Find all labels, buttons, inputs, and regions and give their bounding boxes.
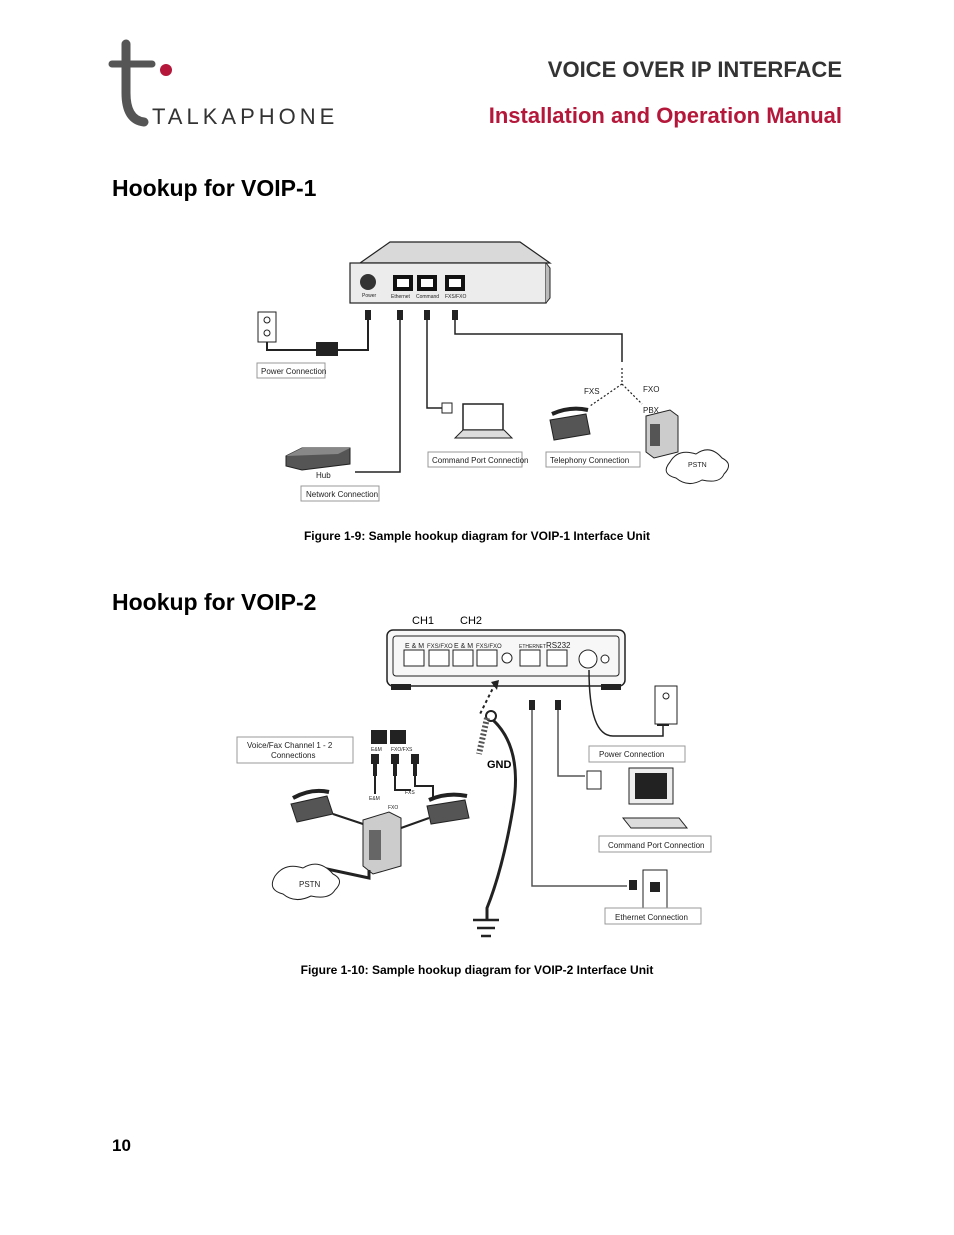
label-rs232: RS232 [546,641,571,650]
label-power-connection-voip2: Power Connection [599,750,664,759]
label-ch1: CH1 [412,615,434,627]
telephone-icon [549,406,591,441]
ethernet-cable [355,310,403,473]
label-fxsfxo-1: FXS/FXO [427,644,453,650]
hub-icon [285,447,351,471]
label-command-port-connection: Command Port Connection [432,456,529,465]
voip2-hookup-diagram: CH1 CH2 E & M FXS/FXO E & M FXS/FXO ETHE… [236,615,712,938]
voip1-unit [349,241,552,304]
voip2-ethernet-cable [529,700,627,887]
label-fxsfxo: FXS/FXO [445,294,467,300]
label-voice-fax-1: Voice/Fax Channel 1 - 2 [247,741,333,750]
telephony-cable [452,310,643,407]
label-fxofxs: FXO/FXS [391,747,413,753]
label-pbx: PBX [643,406,660,415]
label-fxs-small: FXS [405,790,415,796]
voip2-command-cable [555,700,602,790]
ethernet-jack-icon [629,869,668,909]
connector-block [371,730,434,798]
document-title: VOICE OVER IP INTERFACE [547,57,842,82]
label-voice-fax-2: Connections [271,751,315,760]
section-heading-voip2: Hookup for VOIP-2 [112,589,317,615]
label-pstn: PSTN [688,462,707,469]
label-gnd: GND [487,759,512,771]
label-fxs: FXS [584,387,600,396]
logo-mark [108,39,172,127]
figure-caption-1-10: Figure 1-10: Sample hookup diagram for V… [300,963,654,977]
label-telephony-connection: Telephony Connection [550,456,629,465]
label-pstn-voip2: PSTN [299,880,321,889]
label-em-2: E & M [454,643,473,650]
document-subtitle: Installation and Operation Manual [488,103,842,128]
label-command: Command [416,294,439,300]
page-number: 10 [112,1136,131,1155]
section-heading-voip1: Hookup for VOIP-1 [112,175,317,201]
label-em: E&M [371,747,382,753]
label-ethernet: Ethernet [391,294,411,300]
label-power-connection: Power Connection [261,367,326,376]
voip2-power-cable [588,669,678,737]
computer-icon [621,767,689,829]
figure-caption-1-9: Figure 1-9: Sample hookup diagram for VO… [303,529,651,543]
laptop-icon [453,403,514,439]
label-power: Power [362,293,377,299]
voip2-unit [386,629,626,690]
brand-name: TALKAPHONE [152,104,339,129]
voip1-hookup-diagram: Power Ethernet Command FXS/FXO Power Con… [256,241,729,502]
label-fxsfxo-2: FXS/FXO [476,644,502,650]
label-ethernet-port: ETHERNET [519,644,546,650]
label-em-1: E & M [405,643,424,650]
label-ethernet-connection: Ethernet Connection [615,913,688,922]
label-hub: Hub [316,471,331,480]
pbx-icon [645,409,679,459]
label-em-small: E&M [369,796,380,802]
telephone-icon-left [290,788,334,823]
telephone-icon-right [426,792,470,825]
power-outlet-icon [257,310,371,356]
label-fxo-small: FXO [388,805,398,811]
label-fxo: FXO [643,385,659,394]
pstn-cloud-icon [665,449,729,484]
command-cable [424,310,453,414]
ground-cable [473,680,517,938]
label-command-port-connection-voip2: Command Port Connection [608,841,705,850]
pstn-cloud-icon-voip2 [271,863,340,900]
label-network-connection: Network Connection [306,490,378,499]
talkaphone-logo [108,38,368,128]
label-ch2: CH2 [460,615,482,627]
